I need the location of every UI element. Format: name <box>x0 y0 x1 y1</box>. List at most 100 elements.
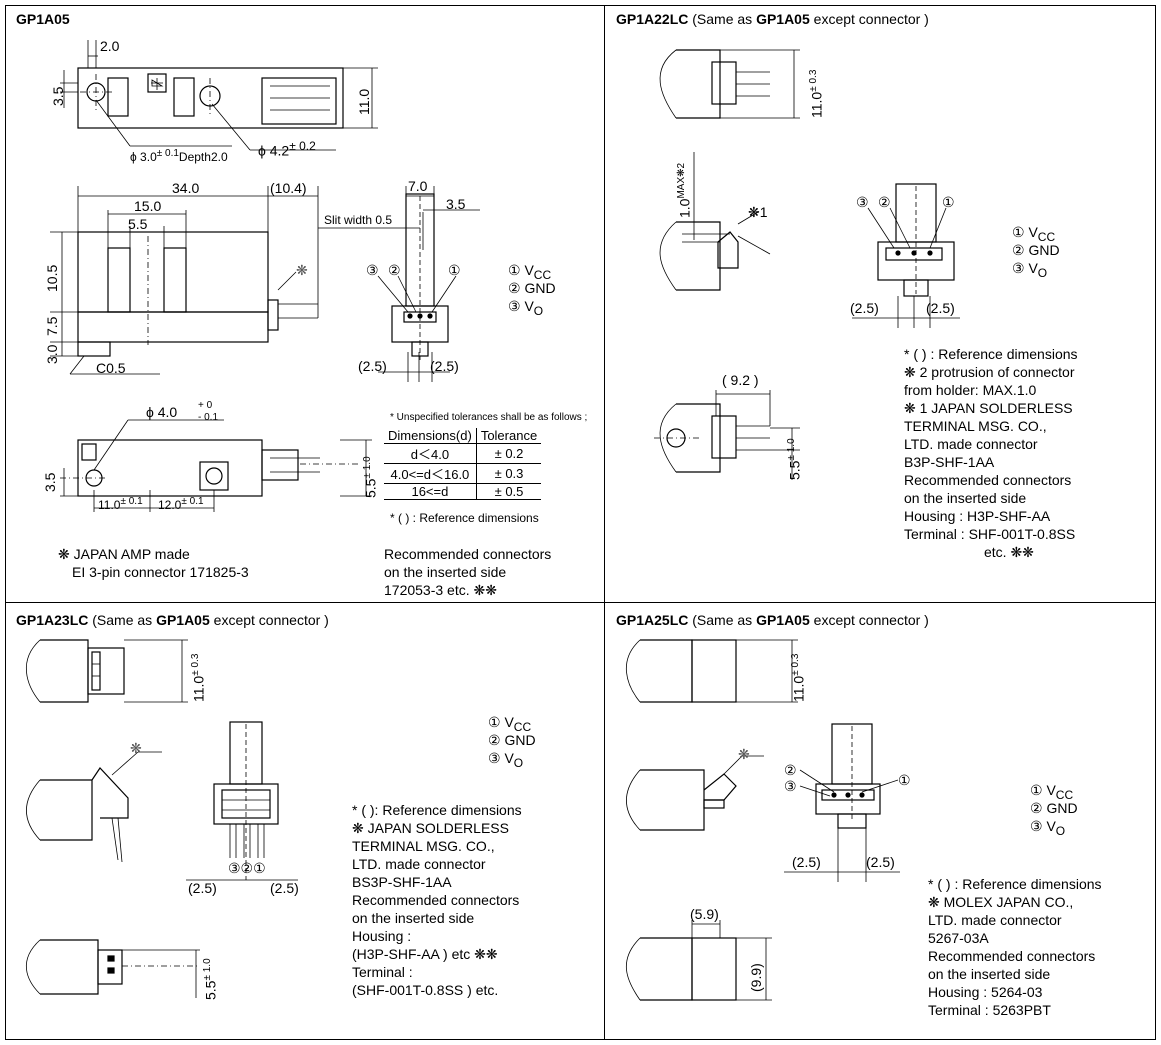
dim-phi-4-0: ϕ 4.0 <box>146 404 178 420</box>
dim-25-11-0: 11.0± 0.3 <box>790 653 807 702</box>
pin-legend-gnd: ② GND <box>1012 242 1060 258</box>
pin-legend-vo: ③ VO <box>1030 818 1066 838</box>
dim-phi-4-0-tol-top: + 0 <box>198 400 213 411</box>
star-1-mark: ❋1 <box>748 204 768 220</box>
panel-title-gp1a23lc: GP1A23LC (Same as GP1A05 except connecto… <box>16 612 329 628</box>
note-line: Recommended connectors <box>928 948 1096 964</box>
note-line: Recommended connectors <box>904 472 1072 488</box>
pin-legend-vcc: ① VCC <box>1030 782 1074 802</box>
pin-legend-vcc: ① VCC <box>488 714 532 734</box>
note-line: Terminal : 5263PBT <box>928 1002 1051 1018</box>
note-line: ❋ 1 JAPAN SOLDERLESS <box>904 400 1073 416</box>
dim-10-4: (10.4) <box>270 180 307 196</box>
reference-dimensions-note: * ( ) : Reference dimensions <box>390 511 539 525</box>
slit-width-label: Slit width 0.5 <box>324 213 393 227</box>
note-line: on the inserted side <box>928 966 1051 982</box>
pin-num-1: ① <box>448 262 461 278</box>
pin-legend-vcc: ① VCC <box>508 262 552 282</box>
dim-5-0-5-0: 5.5 <box>128 216 148 232</box>
dim-25-2-5-right: (2.5) <box>866 854 895 870</box>
note-line: Housing : H3P-SHF-AA <box>904 508 1051 524</box>
dim-11-0-bottom: 11.0± 0.1 <box>98 496 143 512</box>
tolerance-header-tolerance: Tolerance <box>476 428 542 444</box>
pin-legend-gnd: ② GND <box>1030 800 1078 816</box>
pin-num-2: ② <box>878 194 891 210</box>
pin-num-3: ③ <box>784 778 797 794</box>
dim-22-9-2: ( 9.2 ) <box>722 372 759 388</box>
note-line: Terminal : <box>352 964 413 980</box>
note-line: Housing : 5264-03 <box>928 984 1043 1000</box>
table-row: 4.0<=d＜16.0 ± 0.3 <box>384 463 542 484</box>
dim-22-2-5-right: (2.5) <box>926 300 955 316</box>
dim-phi-3: ϕ 3.0± 0.1Depth2.0 <box>130 148 228 164</box>
pin-numbers: ③②① <box>228 860 266 876</box>
note-line: (H3P-SHF-AA ) etc ❋❋ <box>352 946 498 962</box>
dim-2-5-left: (2.5) <box>358 358 387 374</box>
dim-phi-4-2: ϕ 4.2± 0.2 <box>258 139 316 159</box>
panel-title-gp1a05: GP1A05 <box>16 11 70 27</box>
dim-34-0: 34.0 <box>172 180 200 196</box>
dim-c0-5: C0.5 <box>96 360 126 376</box>
note-line: (SHF-001T-0.8SS ) etc. <box>352 982 499 998</box>
pin-legend-vo: ③ VO <box>1012 260 1048 280</box>
note-line: on the inserted side <box>904 490 1027 506</box>
note-line: 5267-03A <box>928 930 989 946</box>
recommended-line-2: on the inserted side <box>384 564 507 580</box>
note-line: * ( ): Reference dimensions <box>352 802 522 818</box>
note-line: TERMINAL MSG. CO., <box>904 418 1047 434</box>
note-line: LTD. made connector <box>904 436 1038 452</box>
dim-25-5-9: (5.9) <box>690 906 719 922</box>
note-line: ❋ 2 protrusion of connector <box>904 364 1075 380</box>
dim-23-2-5-right: (2.5) <box>270 880 299 896</box>
connector-star-mark: ❋ <box>738 746 750 762</box>
note-line: etc. ❋❋ <box>984 544 1034 560</box>
connector-star-mark: ❋ <box>296 262 308 278</box>
connector-star-mark: ❋ <box>130 740 142 756</box>
panel-title-gp1a22lc: GP1A22LC (Same as GP1A05 except connecto… <box>616 11 929 27</box>
dim-25-2-5-left: (2.5) <box>792 854 821 870</box>
pin-legend-vo: ③ VO <box>488 750 524 770</box>
dim-2-5-right: (2.5) <box>430 358 459 374</box>
pin-legend-vcc: ① VCC <box>1012 224 1056 244</box>
dim-7-0: 7.0 <box>408 178 428 194</box>
dim-2-0: 2.0 <box>100 38 120 54</box>
note-line: * ( ) : Reference dimensions <box>928 876 1102 892</box>
note-line: * ( ) : Reference dimensions <box>904 346 1078 362</box>
note-line: LTD. made connector <box>352 856 486 872</box>
pin-num-1: ① <box>898 772 911 788</box>
tolerance-header-dimensions: Dimensions(d) <box>384 428 477 444</box>
pin-legend-gnd: ② GND <box>508 280 556 296</box>
note-line: TERMINAL MSG. CO., <box>352 838 495 854</box>
recommended-line-3: 172053-3 etc. ❋❋ <box>384 582 497 598</box>
dim-3-5-slit: 3.5 <box>446 196 466 212</box>
dim-22-2-5-left: (2.5) <box>850 300 879 316</box>
tolerance-table: Dimensions(d) Tolerance d＜4.0 ± 0.2 4.0<… <box>384 428 542 500</box>
pin-num-2: ② <box>784 762 797 778</box>
pin-num-1: ① <box>942 194 955 210</box>
connector-note-line-1: ❋ JAPAN AMP made <box>58 546 190 562</box>
pin-num-3: ③ <box>366 262 379 278</box>
note-line: Housing : <box>352 928 412 944</box>
dim-25-9-9: (9.9) <box>748 963 764 992</box>
pin-legend-vo: ③ VO <box>508 298 544 318</box>
note-line: B3P-SHF-1AA <box>904 454 995 470</box>
table-row: d＜4.0 ± 0.2 <box>384 443 542 464</box>
note-line: Recommended connectors <box>352 892 520 908</box>
dim-23-2-5-left: (2.5) <box>188 880 217 896</box>
dim-12-0: 12.0± 0.1 <box>158 496 204 512</box>
pin-legend-gnd: ② GND <box>488 732 536 748</box>
note-line: LTD. made connector <box>928 912 1062 928</box>
pin-num-2: ② <box>388 262 401 278</box>
connector-note-line-2: EI 3-pin connector 171825-3 <box>72 564 249 580</box>
note-line: on the inserted side <box>352 910 475 926</box>
note-line: BS3P-SHF-1AA <box>352 874 452 890</box>
dim-15-0: 15.0 <box>134 198 162 214</box>
note-line: ❋ MOLEX JAPAN CO., <box>928 894 1074 910</box>
recommended-line-1: Recommended connectors <box>384 546 552 562</box>
panel-gp1a25lc <box>604 602 1156 1040</box>
